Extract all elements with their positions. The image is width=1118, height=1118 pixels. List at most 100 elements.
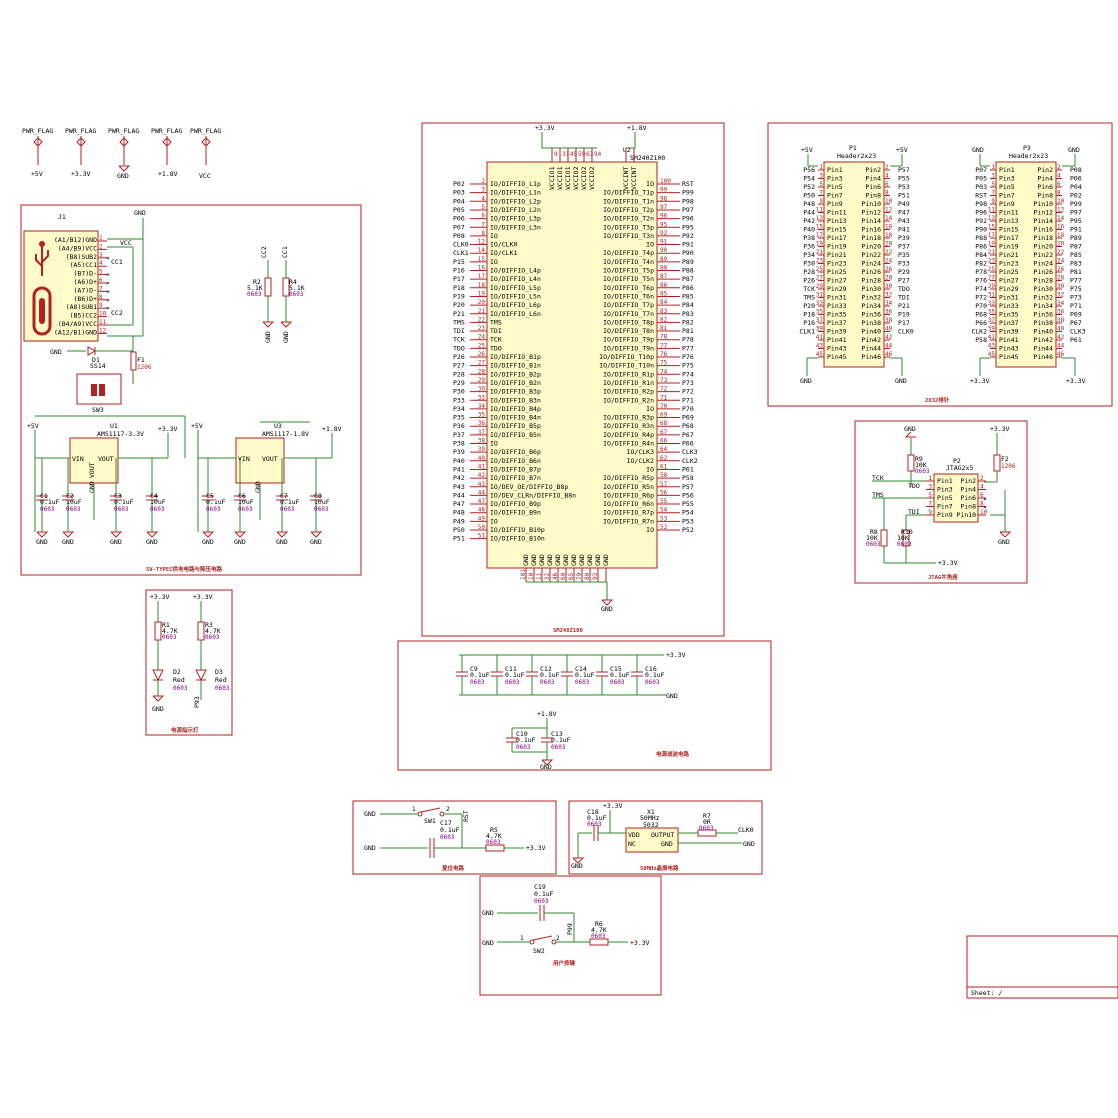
svg-text:26: 26	[478, 351, 486, 358]
svg-text:VCC: VCC	[199, 172, 211, 180]
svg-text:9: 9	[928, 509, 932, 516]
svg-text:0603: 0603	[150, 506, 165, 513]
svg-text:27: 27	[988, 275, 996, 282]
svg-text:Pin7: Pin7	[999, 192, 1015, 200]
svg-text:25: 25	[478, 342, 486, 349]
svg-text:67: 67	[660, 429, 668, 436]
svg-text:91: 91	[660, 239, 668, 246]
pwr-flag: PWR_FLAG +5V	[22, 127, 53, 178]
svg-text:P84: P84	[682, 301, 694, 309]
svg-text:GND: GND	[364, 810, 376, 818]
svg-text:IO/DIFFIO_B3p: IO/DIFFIO_B3p	[490, 388, 541, 396]
svg-text:IO/DEV_CLRn/DIFFIO_B8n: IO/DEV_CLRn/DIFFIO_B8n	[490, 491, 576, 499]
led-2: +3.3V R3 4.7K 0603 D3 Red 0603 P93	[193, 593, 230, 708]
header-net-label: P07	[975, 166, 987, 174]
header-net-label: P49	[898, 200, 910, 208]
svg-text:58: 58	[660, 472, 668, 479]
svg-text:IO/DIFFIO_T10p: IO/DIFFIO_T10p	[599, 353, 654, 361]
svg-text:51: 51	[478, 533, 486, 540]
header-section-title: 2X32排针	[925, 396, 950, 404]
header-net-label: P02	[1070, 192, 1082, 200]
header-net-label: P91	[1070, 226, 1082, 234]
svg-text:P73: P73	[682, 379, 694, 387]
fpga-chip: +3.3V +1.8V U2 SM240Z100 9VCCIO131VCCIO1…	[453, 124, 698, 613]
svg-text:37: 37	[988, 317, 996, 324]
svg-text:Pin1: Pin1	[937, 477, 953, 485]
svg-text:97: 97	[660, 204, 668, 211]
svg-text:Pin38: Pin38	[1033, 319, 1053, 327]
svg-text:CC2: CC2	[260, 246, 268, 258]
svg-text:GND: GND	[36, 538, 48, 546]
svg-text:IO/CLK2: IO/CLK2	[627, 457, 654, 465]
svg-text:P07: P07	[453, 223, 465, 231]
svg-text:P92: P92	[682, 232, 694, 240]
svg-text:Pin37: Pin37	[827, 319, 847, 327]
svg-text:39: 39	[478, 446, 486, 453]
oscillator-circuit: +3.3V C18 0.1uF 0603 GND X1 50MHz 5032 V…	[571, 802, 755, 870]
svg-text:39: 39	[988, 326, 996, 333]
svg-text:Pin6: Pin6	[865, 183, 881, 191]
svg-text:35: 35	[816, 309, 824, 316]
fpga-section-title: SM240Z100	[553, 628, 583, 634]
usb-pin-number: 7	[99, 285, 103, 292]
svg-text:Pin21: Pin21	[999, 251, 1019, 259]
svg-text:IO/DIFFIO_T8p: IO/DIFFIO_T8p	[603, 318, 654, 326]
svg-text:10K: 10K	[915, 461, 927, 469]
header-net-label: P87	[1070, 243, 1082, 251]
svg-text:CC2: CC2	[111, 309, 123, 317]
svg-text:60: 60	[560, 572, 567, 580]
svg-text:R7: R7	[703, 812, 711, 820]
svg-text:TDO: TDO	[490, 344, 502, 352]
svg-text:59: 59	[578, 151, 586, 158]
svg-text:VCCIO2: VCCIO2	[588, 166, 596, 190]
svg-text:P33: P33	[453, 396, 465, 404]
header-net-label: P74	[975, 285, 987, 293]
svg-text:R8: R8	[870, 528, 878, 536]
svg-text:TCK: TCK	[490, 336, 502, 344]
svg-text:Pin45: Pin45	[999, 353, 1019, 361]
svg-text:24: 24	[1057, 258, 1065, 265]
svg-text:0.1uF: 0.1uF	[280, 498, 300, 506]
svg-text:+3.3V: +3.3V	[526, 844, 546, 852]
svg-text:Pin16: Pin16	[861, 226, 881, 234]
svg-text:Pin19: Pin19	[999, 243, 1019, 251]
svg-text:P78: P78	[682, 336, 694, 344]
header-net-label: P53	[898, 183, 910, 191]
header-net-label: P05	[975, 175, 987, 183]
svg-text:Pin25: Pin25	[827, 268, 847, 276]
svg-text:12: 12	[1057, 207, 1065, 214]
svg-text:TDI: TDI	[908, 508, 920, 516]
svg-text:36: 36	[478, 420, 486, 427]
svg-text:79: 79	[576, 572, 583, 580]
svg-text:IO: IO	[646, 526, 654, 534]
svg-text:P02: P02	[453, 180, 465, 188]
svg-text:0603: 0603	[215, 685, 230, 692]
svg-text:VCCIO1: VCCIO1	[564, 166, 572, 190]
usb-pin-number: 4	[99, 260, 103, 267]
svg-text:Pin8: Pin8	[1037, 192, 1053, 200]
svg-text:GND: GND	[904, 425, 916, 433]
svg-text:IO/DIFFIO_T7n: IO/DIFFIO_T7n	[603, 310, 654, 318]
svg-text:56: 56	[660, 489, 668, 496]
svg-text:VCCIO2: VCCIO2	[572, 166, 580, 190]
svg-text:GND: GND	[562, 554, 570, 566]
svg-text:C7: C7	[280, 492, 288, 500]
svg-text:Pin36: Pin36	[861, 311, 881, 319]
svg-text:P86: P86	[682, 284, 694, 292]
svg-text:Pin38: Pin38	[861, 319, 881, 327]
svg-text:15: 15	[816, 224, 824, 231]
svg-text:33: 33	[988, 300, 996, 307]
svg-text:Pin27: Pin27	[827, 277, 847, 285]
svg-text:IO/DIFFIO_B6n: IO/DIFFIO_B6n	[490, 457, 541, 465]
svg-text:+1.8V: +1.8V	[158, 170, 178, 178]
svg-text:Pin29: Pin29	[999, 285, 1019, 293]
